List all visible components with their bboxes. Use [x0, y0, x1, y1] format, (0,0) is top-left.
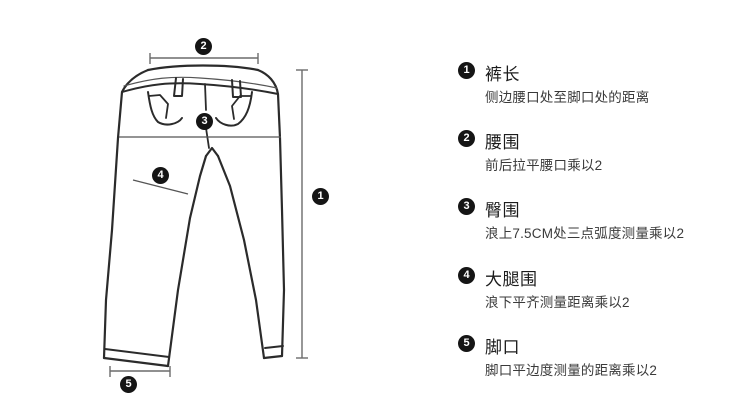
- legend-desc-3: 浪上7.5CM处三点弧度测量乘以2: [485, 226, 685, 241]
- legend-title-5: 脚口: [485, 338, 520, 357]
- waist-width-dimension: [149, 53, 259, 64]
- pants-outline: [102, 64, 286, 368]
- diagram-badge-1: 1: [312, 188, 329, 205]
- hem-cuff-right: [264, 345, 284, 349]
- hem-opening-dimension: [109, 366, 171, 377]
- pants-diagram-panel: 1 2 3 4 5: [102, 38, 329, 393]
- legend-badge-1: 1: [458, 62, 475, 79]
- pants-technical-drawing: [102, 53, 308, 377]
- legend-title-1: 裤长: [485, 65, 520, 84]
- front-pocket-left: [147, 91, 183, 126]
- legend-desc-5: 脚口平边度测量的距离乘以2: [485, 363, 658, 378]
- legend-badge-3: 3: [458, 198, 475, 215]
- diagram-badge-4: 4: [152, 167, 169, 184]
- legend-title-2: 腰围: [485, 133, 520, 152]
- diagram-badge-3: 3: [196, 113, 213, 130]
- legend-desc-4: 浪下平齐测量距离乘以2: [485, 295, 630, 310]
- belt-loop-left: [173, 77, 184, 97]
- belt-loop-right: [231, 79, 242, 98]
- legend-desc-1: 侧边腰口处至脚口处的距离: [485, 90, 650, 105]
- waistband: [121, 76, 279, 95]
- garment-detail-lines: [119, 136, 281, 195]
- legend-title-4: 大腿围: [485, 270, 538, 289]
- legend-badge-4: 4: [458, 267, 475, 284]
- front-pocket-left-inner: [148, 94, 169, 119]
- measurement-legend: 1 裤长 侧边腰口处至脚口处的距离 2 腰围 前后拉平腰口乘以2 3 臀围 浪上…: [458, 0, 750, 416]
- belt-loops: [173, 77, 242, 98]
- legend-badge-2: 2: [458, 130, 475, 147]
- legend-badge-5: 5: [458, 335, 475, 352]
- front-pocket-right-inner: [231, 95, 252, 120]
- hem-cuff-left: [104, 348, 170, 358]
- thigh-line: [132, 179, 189, 195]
- front-pocket-right: [215, 91, 253, 127]
- pants-length-dimension: [296, 69, 308, 359]
- legend-title-3: 臀围: [485, 201, 520, 220]
- diagram-badge-2: 2: [195, 38, 212, 55]
- fly-seam: [204, 83, 210, 149]
- legend-desc-2: 前后拉平腰口乘以2: [485, 158, 603, 173]
- diagram-badge-5: 5: [120, 376, 137, 393]
